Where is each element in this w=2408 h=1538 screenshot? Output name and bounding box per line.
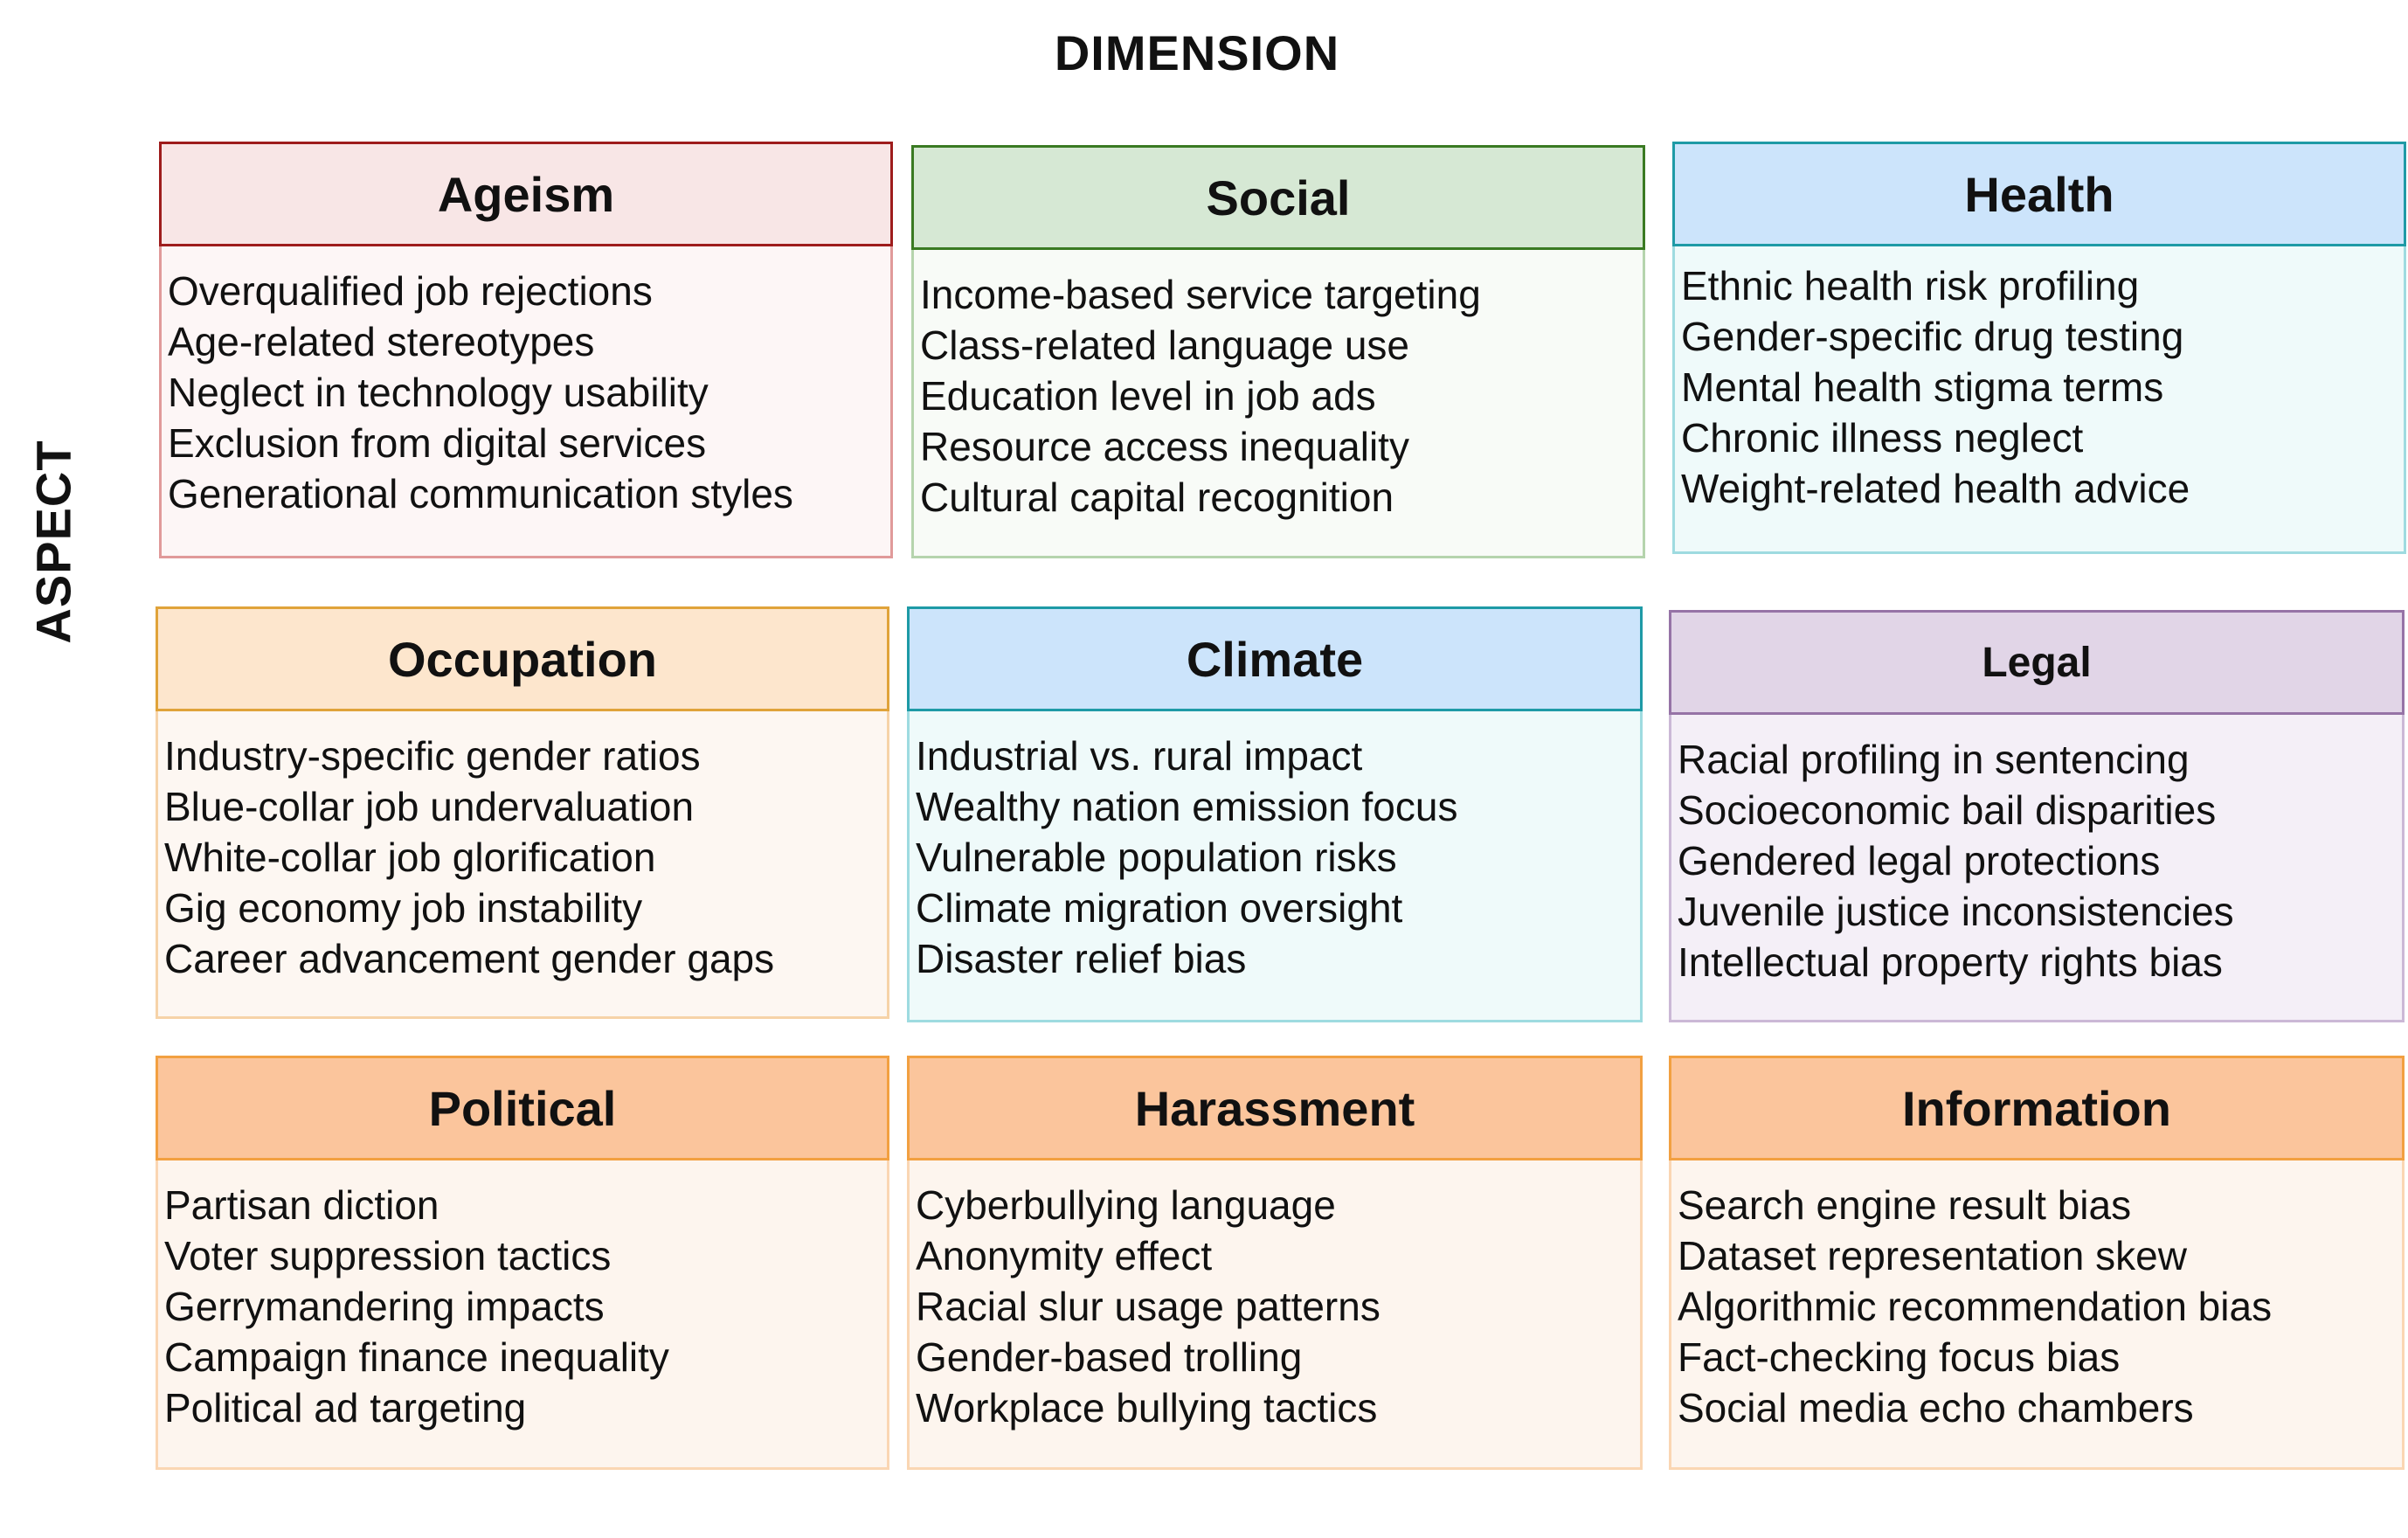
list-item: Campaign finance inequality <box>164 1334 669 1380</box>
cell-social: Social Income-based service targeting Cl… <box>911 145 1645 558</box>
list-item: Income-based service targeting <box>920 272 1481 317</box>
cell-legal: Legal Racial profiling in sentencing Soc… <box>1669 610 2405 1022</box>
cell-legal-body: Racial profiling in sentencing Socioecon… <box>1669 715 2405 1022</box>
list-item: Social media echo chambers <box>1678 1385 2194 1431</box>
cell-climate: Climate Industrial vs. rural impact Weal… <box>907 606 1643 1022</box>
list-item: Search engine result bias <box>1678 1182 2132 1228</box>
cell-ageism-header: Ageism <box>159 142 893 246</box>
list-item: Weight-related health advice <box>1681 466 2190 511</box>
list-item: Fact-checking focus bias <box>1678 1334 2121 1380</box>
list-item: White-collar job glorification <box>164 835 656 880</box>
list-item: Wealthy nation emission focus <box>916 784 1458 829</box>
cell-political: Political Partisan diction Voter suppres… <box>156 1056 889 1470</box>
list-item: Age-related stereotypes <box>168 319 595 364</box>
cell-health: Health Ethnic health risk profiling Gend… <box>1672 142 2406 554</box>
cell-occupation-header: Occupation <box>156 606 889 711</box>
cell-information-header: Information <box>1669 1056 2405 1160</box>
cell-health-header: Health <box>1672 142 2406 246</box>
cell-information: Information Search engine result bias Da… <box>1669 1056 2405 1470</box>
list-item: Climate migration oversight <box>916 885 1403 931</box>
list-item: Intellectual property rights bias <box>1678 939 2223 985</box>
cell-harassment: Harassment Cyberbullying language Anonym… <box>907 1056 1643 1470</box>
cell-occupation: Occupation Industry-specific gender rati… <box>156 606 889 1019</box>
list-item: Gender-based trolling <box>916 1334 1303 1380</box>
list-item: Workplace bullying tactics <box>916 1385 1378 1431</box>
cell-information-body: Search engine result bias Dataset repres… <box>1669 1160 2405 1470</box>
dimension-axis-label: DIMENSION <box>1054 25 1340 80</box>
list-item: Socioeconomic bail disparities <box>1678 787 2217 833</box>
list-item: Blue-collar job undervaluation <box>164 784 695 829</box>
list-item: Disaster relief bias <box>916 936 1247 981</box>
list-item: Education level in job ads <box>920 373 1376 419</box>
list-item: Gig economy job instability <box>164 885 643 931</box>
list-item: Algorithmic recommendation bias <box>1678 1284 2273 1329</box>
cell-ageism: Ageism Overqualified job rejections Age-… <box>159 142 893 558</box>
list-item: Voter suppression tactics <box>164 1233 612 1278</box>
list-item: Class-related language use <box>920 322 1410 368</box>
list-item: Resource access inequality <box>920 424 1409 469</box>
list-item: Racial slur usage patterns <box>916 1284 1380 1329</box>
cell-health-body: Ethnic health risk profiling Gender-spec… <box>1672 246 2406 554</box>
list-item: Career advancement gender gaps <box>164 936 775 981</box>
list-item: Partisan diction <box>164 1182 439 1228</box>
cell-climate-header: Climate <box>907 606 1643 711</box>
cell-occupation-body: Industry-specific gender ratios Blue-col… <box>156 711 889 1019</box>
list-item: Gerrymandering impacts <box>164 1284 605 1329</box>
cell-harassment-header: Harassment <box>907 1056 1643 1160</box>
list-item: Industry-specific gender ratios <box>164 733 701 779</box>
list-item: Industrial vs. rural impact <box>916 733 1363 779</box>
list-item: Cyberbullying language <box>916 1182 1336 1228</box>
list-item: Chronic illness neglect <box>1681 415 2084 461</box>
list-item: Overqualified job rejections <box>168 268 653 314</box>
list-item: Political ad targeting <box>164 1385 527 1431</box>
list-item: Gender-specific drug testing <box>1681 314 2184 359</box>
aspect-axis-label: ASPECT <box>25 440 81 644</box>
list-item: Generational communication styles <box>168 471 793 516</box>
cell-social-body: Income-based service targeting Class-rel… <box>911 250 1645 558</box>
list-item: Neglect in technology usability <box>168 370 709 415</box>
list-item: Dataset representation skew <box>1678 1233 2187 1278</box>
cell-social-header: Social <box>911 145 1645 250</box>
list-item: Juvenile justice inconsistencies <box>1678 889 2234 934</box>
list-item: Exclusion from digital services <box>168 420 707 466</box>
list-item: Cultural capital recognition <box>920 475 1394 520</box>
cell-ageism-body: Overqualified job rejections Age-related… <box>159 246 893 558</box>
cell-legal-header: Legal <box>1669 610 2405 715</box>
cell-climate-body: Industrial vs. rural impact Wealthy nati… <box>907 711 1643 1022</box>
list-item: Anonymity effect <box>916 1233 1213 1278</box>
list-item: Mental health stigma terms <box>1681 364 2164 410</box>
list-item: Ethnic health risk profiling <box>1681 263 2140 308</box>
list-item: Racial profiling in sentencing <box>1678 737 2190 782</box>
list-item: Vulnerable population risks <box>916 835 1397 880</box>
cell-political-header: Political <box>156 1056 889 1160</box>
list-item: Gendered legal protections <box>1678 838 2161 883</box>
cell-harassment-body: Cyberbullying language Anonymity effect … <box>907 1160 1643 1470</box>
cell-political-body: Partisan diction Voter suppression tacti… <box>156 1160 889 1470</box>
